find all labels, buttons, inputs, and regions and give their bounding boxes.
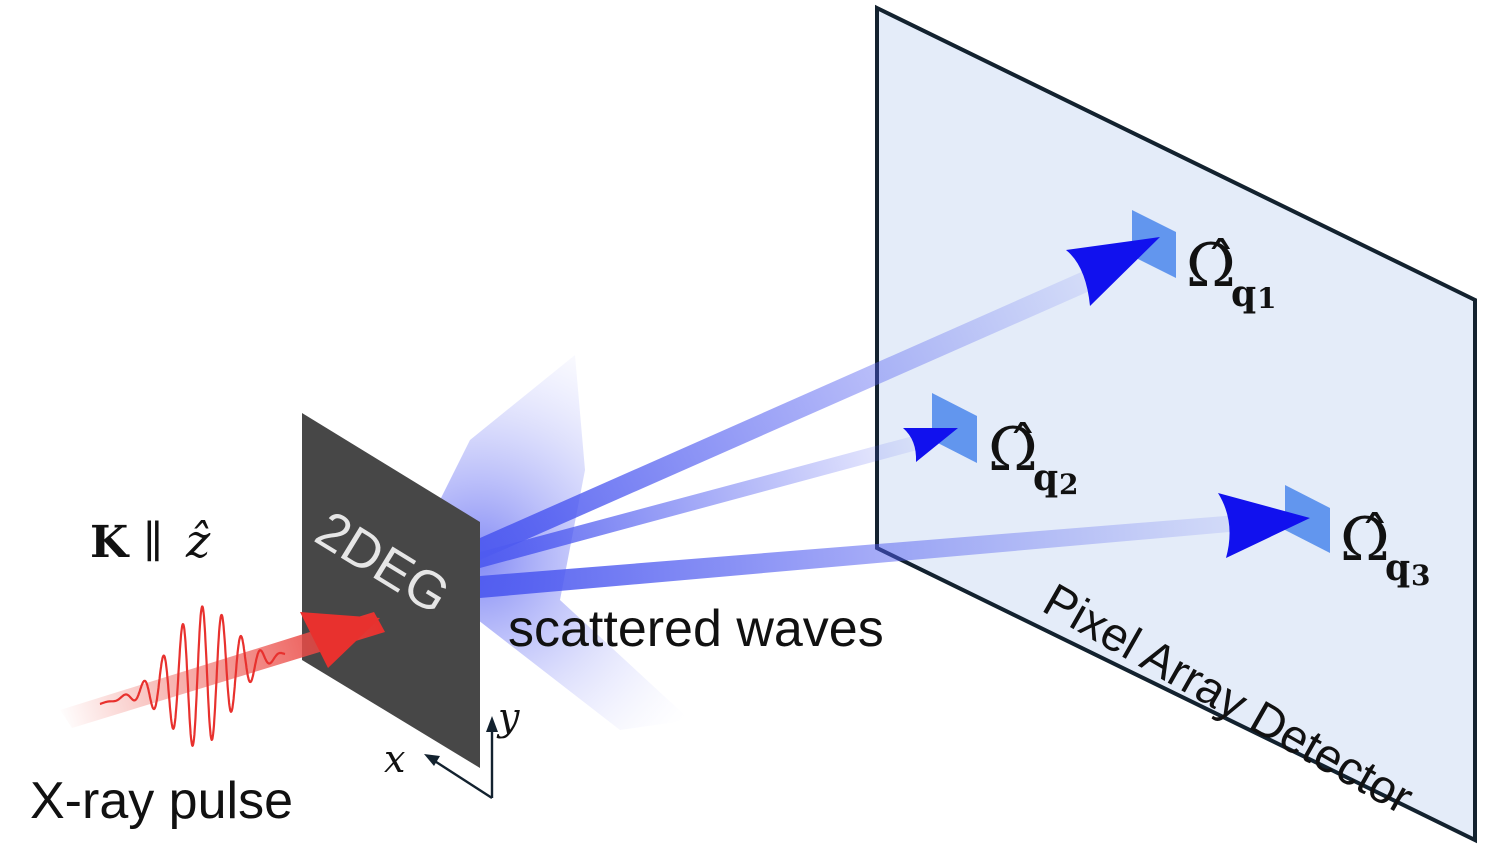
subscript-q: q — [1033, 457, 1058, 499]
scattered-beam-1 — [480, 262, 1110, 560]
detector-pixel-1 — [1132, 210, 1176, 278]
scattered-waves-label: scattered waves — [508, 600, 884, 658]
subscript-q: q — [1385, 547, 1410, 589]
subscript-index: 1 — [1257, 282, 1276, 315]
arrow-head-2 — [903, 428, 958, 462]
x-axis-arrow-icon — [424, 754, 440, 766]
pixel-label-3: Ω̂ q 3 — [1340, 505, 1430, 592]
z-axis-symbol: ẑ — [185, 514, 211, 568]
scattered-beam-2 — [480, 432, 932, 568]
beam-condition-label: K ∥ ẑ — [90, 514, 211, 568]
pixel-label-2: Ω̂ q 2 — [988, 415, 1078, 501]
pulse-waveform — [99, 605, 286, 747]
arrow-head-3 — [1218, 493, 1310, 558]
pixel-label-1: Ω̂ q 1 — [1186, 231, 1276, 315]
axis-x-label: x — [384, 737, 405, 781]
y-axis-arrow-icon — [486, 716, 498, 732]
subscript-index: 2 — [1059, 468, 1078, 501]
omega-symbol: Ω̂ — [1340, 505, 1390, 575]
subscript-index: 3 — [1411, 559, 1430, 592]
axis-y-label: y — [496, 695, 520, 739]
pulse-arrow-head — [300, 612, 380, 668]
arrow-head-1 — [1066, 237, 1160, 306]
wavevector-symbol: K — [90, 517, 130, 568]
omega-symbol: Ω̂ — [1186, 231, 1236, 301]
scattered-beam-3 — [480, 514, 1252, 598]
parallel-symbol: ∥ — [143, 517, 163, 568]
source-label: X-ray pulse — [30, 772, 293, 830]
omega-symbol: Ω̂ — [988, 415, 1038, 485]
subscript-q: q — [1231, 273, 1256, 315]
pulse-beam — [60, 612, 385, 728]
sample-2deg — [302, 413, 480, 768]
coordinate-axes — [429, 725, 494, 800]
